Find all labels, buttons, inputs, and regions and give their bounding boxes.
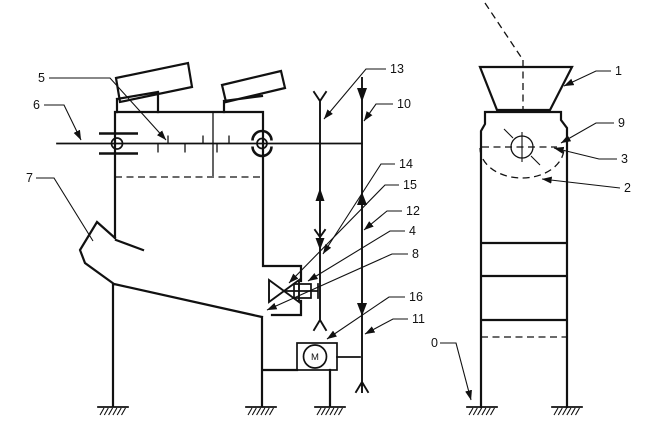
callout-16: 16 bbox=[409, 290, 423, 304]
leader-4 bbox=[307, 230, 405, 282]
pipe-right-down-arrow bbox=[357, 303, 367, 316]
pipe-left bbox=[312, 90, 328, 332]
ground-symbol-3 bbox=[314, 406, 346, 416]
callout-12: 12 bbox=[406, 204, 420, 218]
callouts: 5 6 7 13 10 14 15 12 4 8 16 11 1 9 3 2 bbox=[26, 62, 631, 401]
leader-2 bbox=[541, 176, 621, 189]
ground-symbol-5 bbox=[551, 406, 583, 416]
ground-symbol-2 bbox=[245, 406, 277, 416]
ground-symbol-4 bbox=[466, 406, 498, 416]
leader-16 bbox=[326, 296, 405, 340]
leader-14 bbox=[322, 163, 395, 255]
callout-15: 15 bbox=[403, 178, 417, 192]
screen-tick-marks bbox=[157, 112, 230, 176]
left-view: M bbox=[56, 61, 370, 416]
leader-6 bbox=[44, 104, 82, 141]
leader-13 bbox=[323, 68, 386, 120]
motor-letter: M bbox=[311, 352, 319, 363]
bearing-left-bars bbox=[99, 132, 138, 155]
leader-11 bbox=[364, 318, 408, 335]
bearing-right-arcs bbox=[251, 129, 273, 158]
leader-9 bbox=[560, 122, 614, 144]
centerline-dashed bbox=[484, 2, 524, 111]
leader-5 bbox=[49, 77, 167, 141]
swing-arc-dashed bbox=[479, 147, 565, 179]
callout-7: 7 bbox=[26, 171, 33, 185]
callout-14: 14 bbox=[399, 157, 413, 171]
column-dashed-lines bbox=[481, 146, 567, 338]
butterfly-valve bbox=[268, 278, 319, 304]
leader-12 bbox=[363, 210, 402, 231]
pipe-left-up-arrow bbox=[315, 188, 325, 201]
callout-8: 8 bbox=[412, 247, 419, 261]
callout-3: 3 bbox=[621, 152, 628, 166]
pipe-right-top-arrow bbox=[357, 88, 367, 102]
leader-10 bbox=[363, 103, 393, 122]
callout-0: 0 bbox=[431, 336, 438, 350]
column-body bbox=[479, 110, 569, 409]
callout-10: 10 bbox=[397, 97, 411, 111]
callout-13: 13 bbox=[390, 62, 404, 76]
bearing-left bbox=[99, 132, 138, 155]
callout-9: 9 bbox=[618, 116, 625, 130]
pipe-left-down-arrow bbox=[315, 238, 325, 250]
feeder-box-left bbox=[114, 61, 194, 114]
pipe-right-line bbox=[354, 77, 370, 394]
leader-8 bbox=[266, 253, 408, 311]
rotor-symbol bbox=[503, 128, 541, 166]
bearing-right-circle bbox=[256, 137, 268, 150]
ground-symbol-1 bbox=[97, 406, 129, 416]
feeder-box-right bbox=[220, 69, 287, 114]
bearing-right bbox=[251, 129, 273, 158]
callout-6: 6 bbox=[33, 98, 40, 112]
rotor-crosshair bbox=[503, 128, 541, 166]
callout-4: 4 bbox=[409, 224, 416, 238]
leader-7 bbox=[36, 177, 94, 242]
callout-5: 5 bbox=[38, 71, 45, 85]
leader-1 bbox=[563, 70, 611, 87]
leader-15 bbox=[288, 184, 399, 284]
right-view bbox=[466, 2, 583, 416]
callout-11: 11 bbox=[412, 312, 425, 326]
motor-circle bbox=[302, 344, 328, 369]
machine-body-outline bbox=[78, 110, 332, 408]
leader-3 bbox=[553, 146, 617, 160]
pipe-right bbox=[354, 77, 370, 394]
valve-actuator bbox=[283, 283, 319, 299]
bearing-left-circle bbox=[110, 137, 124, 150]
callout-2: 2 bbox=[624, 181, 631, 195]
motor: M bbox=[296, 342, 361, 371]
pipe-right-up-arrow bbox=[357, 192, 367, 205]
leader-0 bbox=[440, 342, 472, 401]
hopper-funnel bbox=[478, 65, 574, 112]
callout-1: 1 bbox=[615, 64, 622, 78]
pipe-left-line bbox=[312, 90, 328, 332]
